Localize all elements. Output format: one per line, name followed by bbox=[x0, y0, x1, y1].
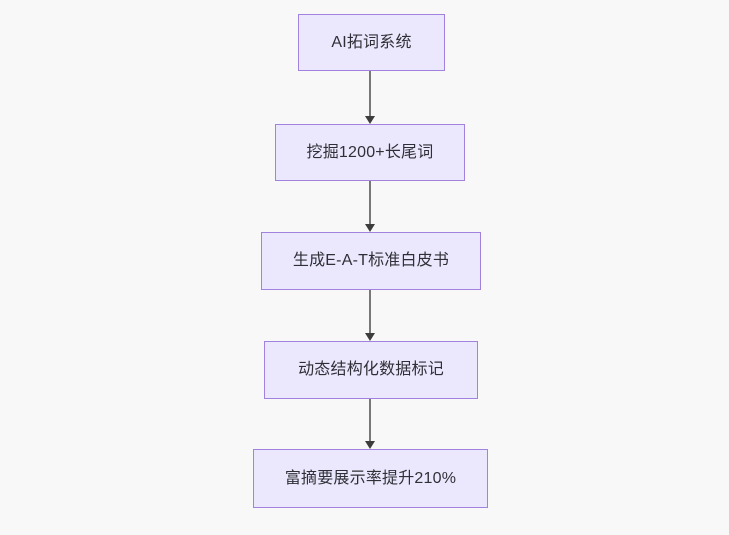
flow-node-rich-snippet-impression-lift[interactable]: 富摘要展示率提升210% bbox=[253, 449, 488, 508]
arrowhead-2 bbox=[365, 224, 375, 232]
flow-node-mine-longtail-keywords[interactable]: 挖掘1200+长尾词 bbox=[275, 124, 465, 181]
arrowhead-4 bbox=[365, 441, 375, 449]
connector-line-2 bbox=[369, 181, 371, 224]
flow-node-label: 挖掘1200+长尾词 bbox=[306, 143, 434, 161]
flow-node-ai-keyword-system[interactable]: AI拓词系统 bbox=[298, 14, 445, 71]
flow-node-generate-eat-whitepaper[interactable]: 生成E-A-T标准白皮书 bbox=[261, 232, 481, 290]
arrowhead-1 bbox=[365, 116, 375, 124]
flow-node-dynamic-structured-data-markup[interactable]: 动态结构化数据标记 bbox=[264, 341, 478, 399]
flow-node-label: 富摘要展示率提升210% bbox=[284, 469, 457, 487]
arrowhead-3 bbox=[365, 333, 375, 341]
flow-node-label: 生成E-A-T标准白皮书 bbox=[292, 252, 450, 270]
connector-line-1 bbox=[369, 71, 371, 116]
connector-line-4 bbox=[369, 399, 371, 441]
flow-node-label: 动态结构化数据标记 bbox=[298, 361, 444, 379]
flow-node-label: AI拓词系统 bbox=[331, 33, 412, 51]
connector-line-3 bbox=[369, 290, 371, 333]
